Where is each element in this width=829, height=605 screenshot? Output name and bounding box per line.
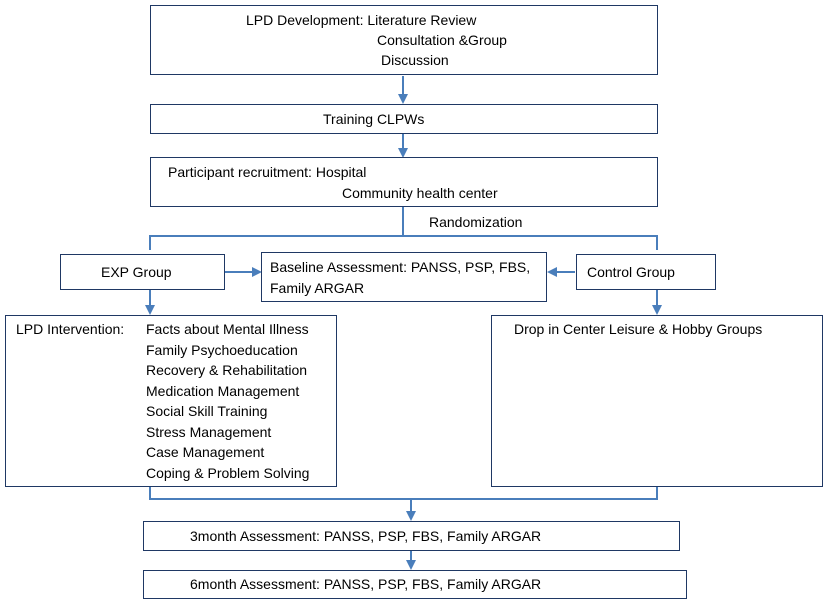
recruitment-line2: Community health center	[342, 185, 498, 201]
intervention-item: Case Management	[146, 444, 265, 460]
intervention-item: Stress Management	[146, 424, 272, 440]
drop-in-center-box: Drop in Center Leisure & Hobby Groups	[491, 315, 823, 487]
drop-in-label: Drop in Center Leisure & Hobby Groups	[514, 321, 763, 337]
intervention-item: Medication Management	[146, 383, 300, 399]
lpd-development-line3: Discussion	[381, 52, 449, 68]
baseline-line1: Baseline Assessment: PANSS, PSP, FBS,	[270, 259, 531, 275]
randomization-split-line	[149, 235, 658, 250]
training-label: Training CLPWs	[323, 111, 425, 127]
merge-line	[149, 487, 658, 500]
recruitment-line1: Participant recruitment: Hospital	[168, 164, 367, 180]
exp-group-box: EXP Group	[60, 254, 225, 290]
lpd-development-box: LPD Development: Literature Review Consu…	[150, 5, 658, 75]
randomization-label: Randomization	[429, 214, 523, 230]
month3-label: 3month Assessment: PANSS, PSP, FBS, Fami…	[190, 528, 542, 544]
month3-assessment-box: 3month Assessment: PANSS, PSP, FBS, Fami…	[143, 521, 680, 551]
intervention-item: Recovery & Rehabilitation	[146, 362, 308, 378]
control-group-label: Control Group	[587, 264, 675, 280]
month6-assessment-box: 6month Assessment: PANSS, PSP, FBS, Fami…	[143, 570, 687, 599]
month6-label: 6month Assessment: PANSS, PSP, FBS, Fami…	[190, 576, 542, 592]
lpd-development-line2: Consultation &Group	[377, 32, 507, 48]
intervention-item: Family Psychoeducation	[146, 342, 298, 358]
training-box: Training CLPWs	[150, 104, 658, 134]
intervention-item: Facts about Mental Illness	[146, 321, 309, 337]
recruitment-box: Participant recruitment: Hospital Commun…	[150, 157, 658, 207]
intervention-item: Social Skill Training	[146, 403, 268, 419]
intervention-item: Coping & Problem Solving	[146, 465, 310, 481]
baseline-line2: Family ARGAR	[270, 280, 365, 296]
exp-group-label: EXP Group	[101, 264, 172, 280]
baseline-assessment-box: Baseline Assessment: PANSS, PSP, FBS, Fa…	[261, 252, 547, 302]
intervention-prefix: LPD Intervention:	[16, 321, 125, 337]
control-group-box: Control Group	[576, 254, 716, 290]
lpd-intervention-box: LPD Intervention: Facts about Mental Ill…	[5, 315, 337, 487]
lpd-development-line1: LPD Development: Literature Review	[246, 12, 477, 28]
